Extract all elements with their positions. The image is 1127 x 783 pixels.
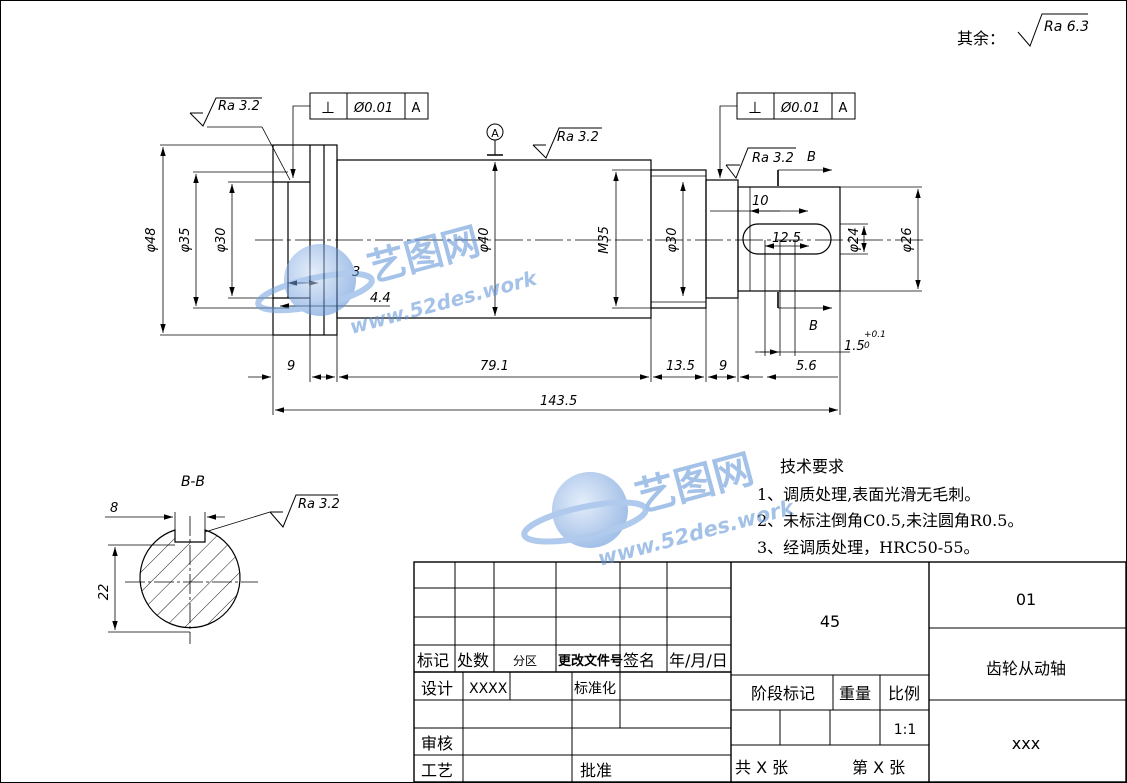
- title-block: [413, 561, 1127, 783]
- section-width-dim: 8: [110, 501, 118, 516]
- material: 45: [820, 612, 840, 631]
- section-title: B-B: [181, 474, 205, 490]
- tech-req-item-3: 3、经调质处理，HRC50-55。: [757, 538, 980, 557]
- svg-text:Ra 3.2: Ra 3.2: [557, 130, 599, 145]
- header-date: 年/月/日: [669, 651, 728, 670]
- header-count: 处数: [457, 651, 489, 670]
- watermark-brand: 艺图网: [363, 219, 485, 291]
- svg-text:Ø0.01: Ø0.01: [353, 101, 393, 116]
- dim-m35: M35: [597, 226, 612, 254]
- dim-key-10: 10: [752, 194, 769, 209]
- other-finish-label: 其余：: [957, 29, 1005, 48]
- process-label: 工艺: [421, 761, 453, 780]
- section-b-b: B-B 8 22 Ra 3.2: [97, 474, 340, 644]
- dim-d30-right: φ30: [665, 227, 680, 252]
- svg-text:⊥: ⊥: [748, 98, 762, 117]
- sheet-number: 第 X 张: [852, 758, 905, 777]
- tech-req-title: 技术要求: [780, 457, 844, 476]
- key-slot-dims: [710, 208, 809, 356]
- standardize-label: 标准化: [574, 681, 616, 697]
- scale-value: 1:1: [894, 722, 917, 738]
- svg-text:+0.1: +0.1: [864, 330, 886, 340]
- key-slot: [742, 223, 832, 255]
- weight-label: 重量: [839, 684, 871, 703]
- section-mark-bottom: B: [809, 319, 818, 334]
- svg-text:A: A: [491, 127, 499, 140]
- header-sign: 签名: [623, 651, 655, 670]
- review-label: 审核: [421, 734, 453, 753]
- watermark-upper: 艺图网 www.52des.work: [255, 219, 541, 339]
- roughness-mid: Ra 3.2: [532, 127, 602, 159]
- svg-text:A: A: [412, 101, 421, 116]
- svg-text:0: 0: [864, 341, 870, 351]
- stage-label: 阶段标记: [751, 684, 815, 703]
- dim-len-13-5: 13.5: [666, 359, 695, 374]
- drawing-number: 01: [1016, 590, 1036, 609]
- dim-d30-left: φ30: [214, 227, 229, 252]
- svg-text:⊥: ⊥: [321, 98, 335, 117]
- surface-finish-general: 其余： Ra 6.3: [957, 13, 1089, 48]
- svg-text:Ø0.01: Ø0.01: [780, 101, 820, 116]
- dim-d35: φ35: [178, 227, 193, 252]
- roughness-left: Ra 3.2: [189, 97, 291, 181]
- designer-name: XXXX: [469, 681, 508, 697]
- groove-dim: 1.5 +0.1 0: [755, 330, 886, 355]
- design-label: 设计: [421, 679, 453, 698]
- dim-len-79-1: 79.1: [480, 359, 509, 374]
- dim-d26: φ26: [900, 227, 915, 252]
- total-sheets: 共 X 张: [735, 758, 788, 777]
- svg-text:A: A: [839, 101, 848, 116]
- svg-text:Ra 3.2: Ra 3.2: [752, 151, 794, 166]
- tolerance-frame-left: ⊥ Ø0.01 A: [290, 92, 429, 178]
- svg-text:1.5: 1.5: [844, 339, 865, 354]
- finish-symbol-icon: [1017, 13, 1088, 47]
- approve-label: 批准: [580, 761, 612, 780]
- dim-len-9-left: 9: [287, 359, 295, 374]
- dim-d48: φ48: [144, 227, 159, 252]
- header-zone: 分区: [513, 654, 537, 668]
- dim-total-length: 143.5: [540, 394, 577, 409]
- dim-gap-4-4: 4.4: [370, 291, 391, 306]
- length-dimensions: [248, 291, 841, 415]
- other-finish-ra: Ra 6.3: [1044, 19, 1089, 35]
- dim-len-5-6: 5.6: [796, 359, 817, 374]
- scale-label: 比例: [888, 684, 920, 703]
- section-height-dim: 22: [97, 584, 112, 601]
- header-mark: 标记: [417, 651, 449, 670]
- company-name: xxx: [1012, 734, 1040, 753]
- header-change-doc: 更改文件号: [558, 653, 623, 669]
- dim-d40: φ40: [477, 227, 492, 252]
- svg-text:Ra 3.2: Ra 3.2: [218, 99, 260, 114]
- part-name: 齿轮从动轴: [986, 659, 1066, 678]
- tech-req-item-1: 1、调质处理,表面光滑无毛刺。: [757, 485, 980, 504]
- technical-requirements: 技术要求 1、调质处理,表面光滑无毛刺。 2、未标注倒角C0.5,未注圆角R0.…: [757, 457, 1023, 557]
- section-cut-marks: [777, 167, 832, 311]
- dim-len-9-right: 9: [719, 359, 727, 374]
- section-mark-top: B: [807, 150, 816, 165]
- dim-key-12-5: 12.5: [772, 231, 801, 246]
- dim-d24: φ24: [847, 227, 862, 252]
- tech-req-item-2: 2、未标注倒角C0.5,未注圆角R0.5。: [757, 511, 1023, 530]
- roughness-right: Ra 3.2: [725, 147, 796, 180]
- section-roughness: Ra 3.2: [298, 497, 340, 512]
- datum-a-symbol: A: [486, 123, 504, 156]
- tolerance-frame-right: ⊥ Ø0.01 A: [717, 92, 856, 178]
